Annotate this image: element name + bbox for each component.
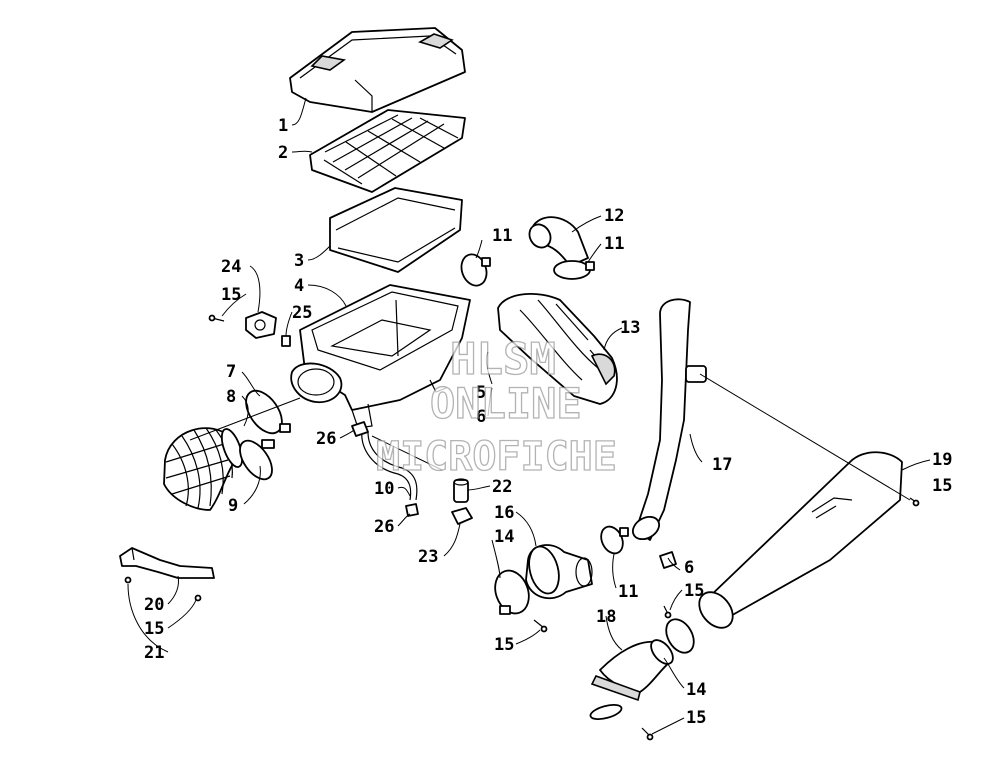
callout-11-upper-left: 11 [492, 226, 512, 246]
callout-3: 3 [294, 251, 304, 271]
clamp-11-middle [600, 525, 629, 555]
callout-15-right: 15 [932, 476, 952, 496]
drain-hose [361, 429, 418, 501]
intake-boot [163, 427, 244, 511]
clamp-14-lower [589, 703, 623, 721]
elbow-18 [590, 639, 674, 702]
callout-11-middle: 11 [618, 582, 638, 602]
leader-lines [127, 97, 931, 735]
callout-26-lower: 26 [374, 517, 394, 537]
callout-14-left: 14 [494, 527, 514, 547]
callout-1: 1 [278, 116, 288, 136]
callout-18: 18 [596, 607, 616, 627]
callout-15-upper-left: 15 [221, 285, 241, 305]
intake-tube-17 [631, 298, 707, 541]
adapter-16 [525, 544, 593, 600]
callout-19: 19 [932, 450, 952, 470]
callout-5: 5 [476, 383, 486, 403]
mounting-bracket [119, 547, 215, 579]
callout-11-upper-right: 11 [604, 234, 624, 254]
clamp-11-upper-right [553, 260, 595, 280]
callout-21: 21 [144, 643, 164, 663]
filter-grid [309, 109, 466, 193]
callout-labels: 1 2 3 4 24 15 25 7 8 9 26 10 26 22 23 11… [144, 116, 952, 728]
callout-13: 13 [620, 318, 640, 338]
callout-25: 25 [292, 303, 312, 323]
elbow-duct [528, 216, 589, 267]
filter-element [329, 187, 463, 273]
breather-fitting [245, 311, 277, 339]
screw-15-mid [663, 605, 672, 619]
callout-26-upper: 26 [316, 429, 336, 449]
screw-15-right [909, 497, 920, 507]
callout-12: 12 [604, 206, 624, 226]
callout-17: 17 [712, 455, 732, 475]
callout-7: 7 [226, 362, 236, 382]
clamp-11-upper-left [460, 253, 491, 287]
callout-4: 4 [294, 276, 304, 296]
air-box [290, 284, 471, 429]
intake-duct [497, 293, 618, 405]
drain-clamp [451, 507, 473, 525]
intake-tube-19 [698, 451, 903, 629]
callout-23: 23 [418, 547, 438, 567]
callout-15-lower: 15 [686, 708, 706, 728]
clamp-9 [239, 439, 275, 481]
callout-16: 16 [494, 503, 514, 523]
watermark: HLSM ONLINE MICROFICHE [375, 333, 617, 480]
clamp-14-right [665, 618, 695, 654]
callout-10: 10 [374, 479, 394, 499]
callout-15-left: 15 [494, 635, 514, 655]
watermark-line-1: HLSM [450, 334, 556, 385]
drain-valve [453, 478, 469, 503]
callout-15-mid: 15 [684, 581, 704, 601]
watermark-line-2: ONLINE [430, 379, 582, 428]
callout-22: 22 [492, 477, 512, 497]
plug [281, 335, 291, 347]
callout-20: 20 [144, 595, 164, 615]
callout-8: 8 [226, 387, 236, 407]
hose-clamp-26-upper [351, 421, 369, 437]
screw-15-bracket [124, 576, 202, 602]
callout-2: 2 [278, 143, 288, 163]
screw-upper-left [208, 314, 225, 322]
clamp-14-left [494, 569, 530, 615]
callout-24: 24 [221, 257, 241, 277]
air-box-cover [289, 27, 466, 113]
screw-15-lower [641, 727, 654, 741]
screw-15-left [533, 619, 548, 633]
callout-6-upper: 6 [476, 407, 486, 427]
watermark-line-3: MICROFICHE [376, 434, 617, 480]
callout-9: 9 [228, 496, 238, 516]
callout-14-right: 14 [686, 680, 706, 700]
callout-15-bracket: 15 [144, 619, 164, 639]
callout-6-lower: 6 [684, 558, 694, 578]
hose-clamp-26-lower [405, 503, 419, 517]
